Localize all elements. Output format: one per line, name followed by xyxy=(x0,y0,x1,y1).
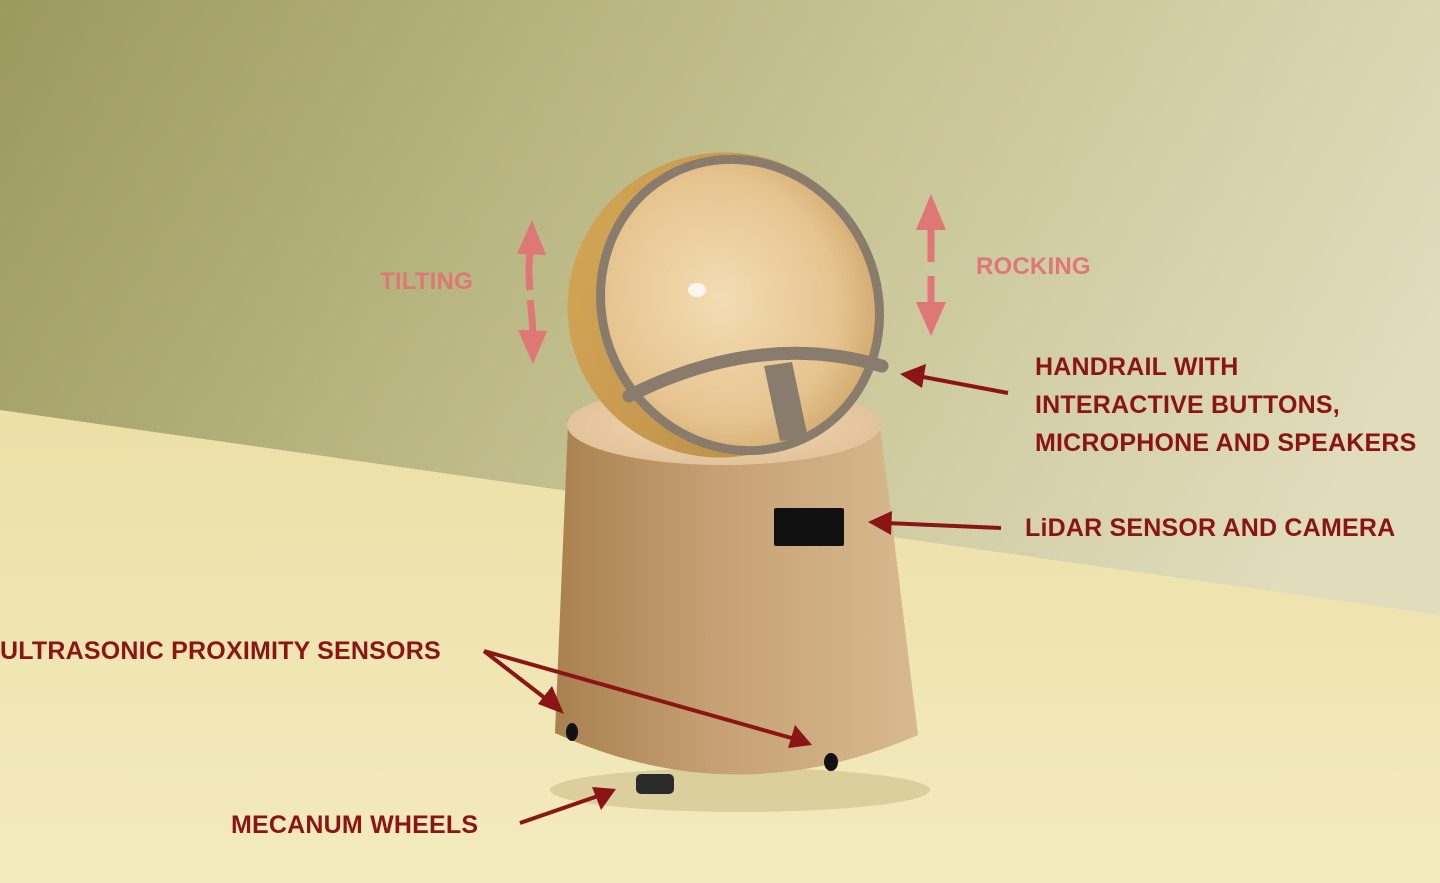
tilting-arrow xyxy=(517,220,547,364)
ultrasonic-sensor-left xyxy=(566,723,578,741)
ultrasonic-sensor-right xyxy=(824,753,838,771)
mecanum-wheel xyxy=(636,774,674,794)
lidar-label: LiDAR SENSOR AND CAMERA xyxy=(1025,514,1396,542)
handrail xyxy=(622,346,889,403)
handrail-arrow-head xyxy=(900,364,926,388)
handrail-label: HANDRAIL WITH INTERACTIVE BUTTONS, MICRO… xyxy=(1035,348,1417,462)
handrail-stem xyxy=(764,362,808,441)
tilting-label: TILTING xyxy=(380,268,473,295)
rocking-label: ROCKING xyxy=(976,253,1091,280)
handrail-label-line-3: MICROPHONE AND SPEAKERS xyxy=(1035,429,1417,457)
mecanum-arrow xyxy=(519,794,599,825)
ultrasonic-arrow-right xyxy=(483,649,796,741)
ultrasonic-arrow-right-head xyxy=(788,725,812,748)
handrail-arrow xyxy=(917,374,1009,395)
robot-head xyxy=(567,152,889,458)
lidar-arrow-head xyxy=(868,511,892,535)
handrail-label-line-2: INTERACTIVE BUTTONS, xyxy=(1035,391,1340,419)
mecanum-arrow-head xyxy=(592,787,616,810)
rocking-arrow xyxy=(916,194,946,336)
head-highlight xyxy=(688,283,706,297)
mecanum-label: MECANUM WHEELS xyxy=(231,811,479,839)
head-rim xyxy=(596,154,884,456)
ultrasonic-arrow-left-head xyxy=(538,686,564,714)
ultrasonic-arrow-left xyxy=(482,649,552,704)
lidar-sensor xyxy=(774,508,844,546)
callout-arrows xyxy=(482,364,1009,825)
ultrasonic-label: ULTRASONIC PROXIMITY SENSORS xyxy=(0,637,441,665)
handrail-label-line-1: HANDRAIL WITH xyxy=(1035,353,1239,381)
lidar-arrow xyxy=(885,521,1002,530)
